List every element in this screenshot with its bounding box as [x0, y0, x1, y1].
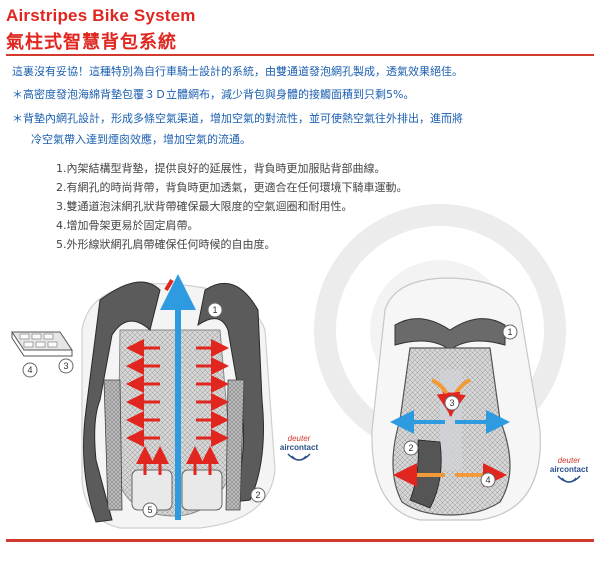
intro-paragraph-1: 這裏沒有妥協！這種特別為自行車騎士設計的系統，由雙通道發泡網孔製成，透氣效果絕佳… [12, 65, 463, 78]
feature-item: 4.增加骨架更易於固定肩帶。 [56, 219, 199, 232]
title-chinese: 氣柱式智慧背包系統 [6, 32, 177, 53]
callout-2-right: 2 [403, 440, 419, 456]
svg-text:1: 1 [212, 305, 217, 315]
aircontact-logo-right: deuter aircontact [545, 456, 593, 493]
feature-item: 2.有網孔的時尚背帶，背負時更加透氣，更適合在任何環境下騎車運動。 [56, 181, 408, 194]
callout-1: 1 [207, 302, 223, 318]
callout-3-inset: 3 [58, 358, 74, 374]
callout-2: 2 [250, 487, 266, 503]
callout-1-right: 1 [502, 324, 518, 340]
svg-text:3: 3 [449, 398, 454, 408]
intro-paragraph-3a: ＊背墊內網孔設計，形成多條空氣渠道，增加空氣的對流性，並可使熱空氣往外排出，進而… [12, 112, 463, 125]
intro-paragraph-2: ＊高密度發泡海綿背墊包覆３Ｄ立體網布，減少背包與身體的接觸面積到只剩5%。 [12, 88, 415, 101]
foam-pad-inset [11, 331, 73, 357]
svg-text:2: 2 [255, 490, 260, 500]
callout-4-right: 4 [480, 472, 496, 488]
svg-text:1: 1 [507, 327, 512, 337]
header-rule [6, 54, 594, 56]
aircontact-wave-icon [287, 453, 311, 461]
title-english: Airstripes Bike System [6, 6, 196, 25]
svg-text:4: 4 [485, 475, 490, 485]
callout-5: 5 [142, 502, 158, 518]
feature-item: 5.外形線狀網孔肩帶確保任何時候的自由度。 [56, 238, 276, 251]
footer-rule [6, 539, 594, 542]
aircontact-logo-left: deuter aircontact [275, 434, 323, 471]
svg-text:2: 2 [408, 443, 413, 453]
feature-list: 1.內架結構型背墊，提供良好的延展性，背負時更加服貼背部曲線。 2.有網孔的時尚… [56, 159, 408, 254]
feature-item: 3.雙通道泡沫網孔狀背帶確保最大限度的空氣迴圈和耐用性。 [56, 200, 353, 213]
red-airflow-arrows [126, 339, 229, 475]
intro-paragraph-3b: 冷空氣帶入達到煙囪效應，增加空氣的流通。 [31, 133, 251, 146]
svg-text:3: 3 [63, 361, 68, 371]
aircontact-wave-icon [557, 475, 581, 483]
svg-text:5: 5 [147, 505, 152, 515]
backpack-diagram: 1 2 5 4 3 1 3 2 4 [11, 274, 541, 529]
svg-text:4: 4 [27, 365, 32, 375]
callout-3-right: 3 [444, 395, 460, 411]
callout-4-inset: 4 [22, 362, 38, 378]
feature-item: 1.內架結構型背墊，提供良好的延展性，背負時更加服貼背部曲線。 [56, 162, 386, 175]
